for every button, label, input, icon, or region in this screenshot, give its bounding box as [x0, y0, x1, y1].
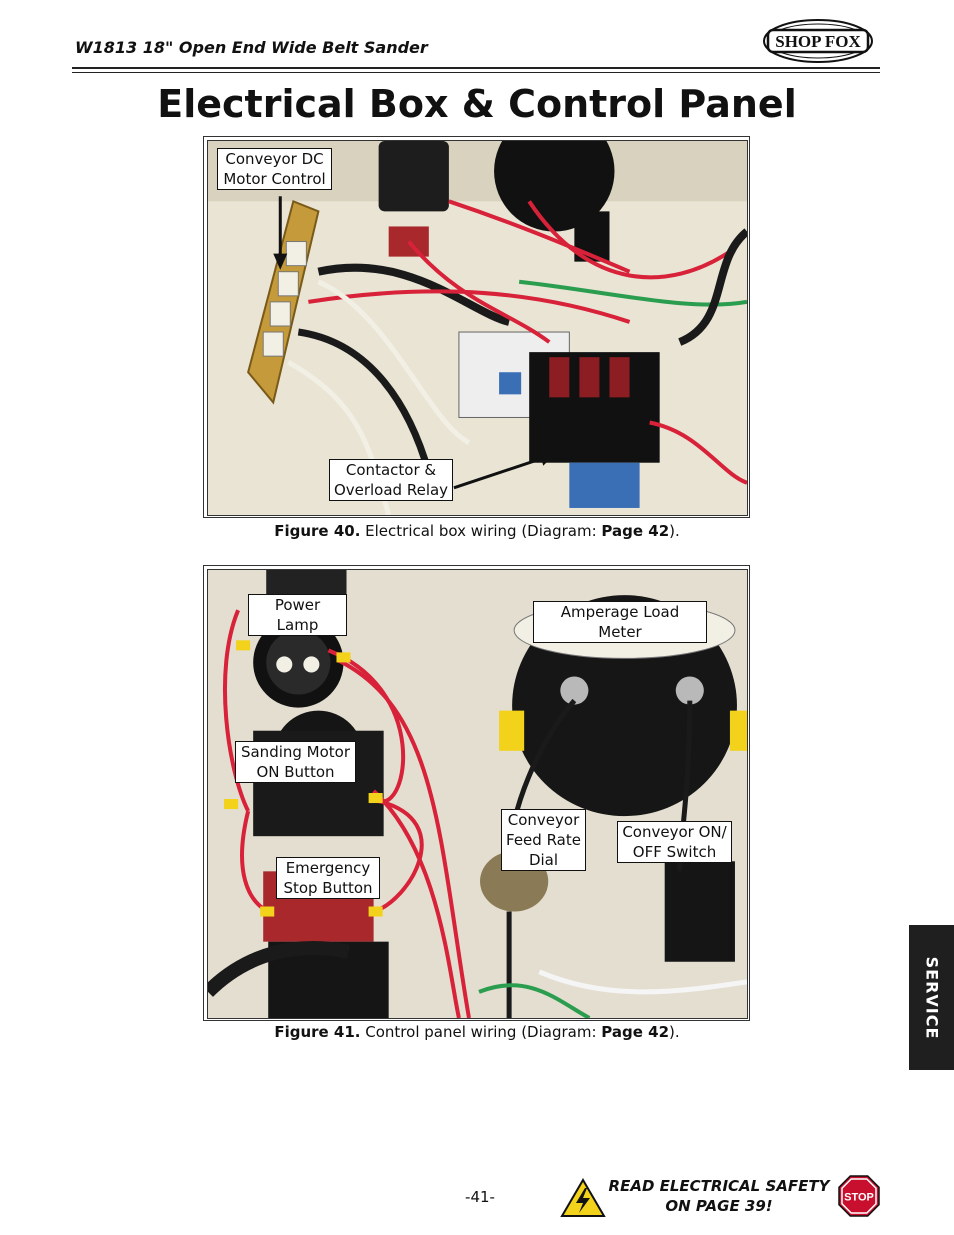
figure-41-caption: Figure 41. Control panel wiring (Diagram… [0, 1023, 954, 1041]
stop-sign-icon: STOP [838, 1175, 880, 1217]
figure-41-page-ref: Page 42 [601, 1023, 670, 1041]
shop-fox-logo: SHOP FOX [763, 19, 873, 63]
figure-40-caption-text: Electrical box wiring (Diagram: [360, 522, 602, 540]
page-title: Electrical Box & Control Panel [157, 82, 797, 126]
header-rule-thin [72, 72, 880, 73]
figure-40-label: Figure 40. [274, 522, 361, 540]
callout-conveyor-dc-motor-control: Conveyor DC Motor Control [217, 148, 332, 190]
callout-amperage-load-meter: Amperage Load Meter [533, 601, 707, 643]
figure-41-photo: Power Lamp Amperage Load Meter Sanding M… [203, 565, 750, 1021]
callout-emergency-stop-button: Emergency Stop Button [276, 857, 380, 899]
electrical-hazard-icon [560, 1178, 606, 1217]
electrical-box-illustration [208, 141, 747, 515]
section-tab-service: SERVICE [909, 925, 954, 1070]
callout-contactor-overload-relay: Contactor & Overload Relay [329, 459, 453, 501]
section-tab-label: SERVICE [922, 956, 941, 1039]
figure-41-caption-end: ). [669, 1023, 680, 1041]
stop-sign-text: STOP [844, 1192, 874, 1204]
electrical-safety-warning: READ ELECTRICAL SAFETY ON PAGE 39! [608, 1176, 830, 1216]
callout-sanding-motor-on-button: Sanding Motor ON Button [235, 741, 356, 783]
callout-conveyor-feed-rate-dial: Conveyor Feed Rate Dial [501, 809, 586, 871]
figure-41-label: Figure 41. [274, 1023, 361, 1041]
warning-line-2: ON PAGE 39! [665, 1197, 773, 1215]
model-title: W1813 18" Open End Wide Belt Sander [75, 38, 428, 57]
figure-40-page-ref: Page 42 [601, 522, 670, 540]
warning-line-1: READ ELECTRICAL SAFETY [608, 1177, 830, 1195]
figure-40-caption-end: ). [669, 522, 680, 540]
logo-text: SHOP FOX [775, 32, 861, 51]
callout-power-lamp: Power Lamp [248, 594, 347, 636]
page-number: -41- [465, 1188, 495, 1206]
figure-40-caption: Figure 40. Electrical box wiring (Diagra… [0, 522, 954, 540]
figure-40-photo: Conveyor DC Motor Control Contactor & Ov… [203, 136, 750, 518]
figure-41-caption-text: Control panel wiring (Diagram: [360, 1023, 602, 1041]
control-panel-illustration [208, 570, 747, 1018]
header-rule [72, 67, 880, 69]
callout-conveyor-on-off-switch: Conveyor ON/ OFF Switch [617, 821, 732, 863]
